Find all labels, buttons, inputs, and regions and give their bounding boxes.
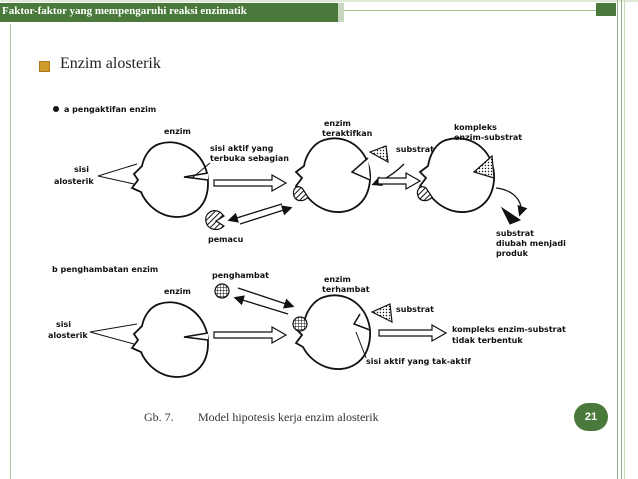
- label-a-enzim-teraktifkan-1: enzim: [324, 119, 351, 128]
- label-a-pemacu: pemacu: [208, 235, 244, 244]
- label-b-enzim: enzim: [164, 287, 191, 296]
- allosteric-enzyme-diagram: a pengaktifan enzim enzim sisi alosterik…: [48, 105, 566, 378]
- header-rule: [344, 10, 596, 11]
- section-a-heading: a pengaktifan enzim: [53, 105, 156, 114]
- header-title: Faktor-faktor yang mempengaruhi reaksi e…: [2, 5, 247, 17]
- section-b-heading-text: b penghambatan enzim: [52, 265, 158, 274]
- label-a-alosterik: alosterik: [54, 177, 94, 186]
- enzyme-a1-active-site: [183, 172, 209, 181]
- enzyme-b2-shape: [294, 294, 371, 370]
- label-a-produk-3: produk: [496, 249, 529, 258]
- substrat-bound-a3: [472, 154, 495, 179]
- label-a-sisi: sisi: [74, 165, 89, 174]
- enzyme-a2-shape: [294, 137, 371, 213]
- label-a-kompleks-2: enzim-substrat: [454, 133, 522, 142]
- label-b-sisi-aktif-tak-aktif: sisi aktif yang tak-aktif: [366, 357, 471, 366]
- enzyme-b1-shape: [130, 301, 209, 378]
- label-b-kompleks-2: tidak terbentuk: [452, 336, 523, 345]
- enzyme-b1-active-site: [183, 332, 209, 341]
- frame-right-border-outer: [617, 0, 618, 479]
- penghambat-molecule: [214, 283, 230, 299]
- penghambat-bound-b2: [292, 316, 308, 332]
- label-b-substrat: substrat: [396, 305, 434, 314]
- label-a-kompleks-1: kompleks: [454, 123, 497, 132]
- section-a-heading-text: a pengaktifan enzim: [64, 105, 156, 114]
- header-bar-shadow: [338, 3, 344, 22]
- substrat-a: [368, 145, 389, 164]
- enzyme-a3-shape: [418, 137, 495, 213]
- label-b-penghambat: penghambat: [212, 271, 269, 280]
- pemacu-molecule: [205, 210, 225, 231]
- label-b-enzim-terhambat-2: terhambat: [322, 285, 370, 294]
- label-a-enzim: enzim: [164, 127, 191, 136]
- label-a-sisi-aktif-1: sisi aktif yang: [210, 144, 274, 153]
- label-a-enzim-teraktifkan-2: teraktifkan: [322, 129, 373, 138]
- enzyme-a2-active-site: [350, 157, 371, 181]
- arrow-b1: [213, 325, 288, 345]
- frame-top-border: [0, 0, 638, 2]
- slide-subtitle: Enzim alosterik: [60, 55, 161, 72]
- label-a-produk-2: diubah menjadi: [496, 239, 566, 248]
- produk-molecule: [500, 206, 522, 225]
- bullet-square-icon: [39, 61, 50, 72]
- page-number-badge: 21: [574, 403, 608, 431]
- arrow-b2: [378, 323, 448, 343]
- arrow-a1: [213, 173, 288, 193]
- enzyme-a1-shape: [130, 141, 209, 218]
- header-bar: [0, 3, 338, 22]
- label-a-produk-1: substrat: [496, 229, 534, 238]
- label-b-kompleks-1: kompleks enzim-substrat: [452, 325, 566, 334]
- frame-right-border-light: [624, 0, 625, 479]
- label-a-substrat: substrat: [396, 145, 434, 154]
- header-corner-block: [596, 3, 616, 16]
- frame-left-line: [10, 24, 11, 479]
- frame-right-border-inner: [621, 0, 622, 479]
- label-a-sisi-aktif-2: terbuka sebagian: [210, 154, 289, 163]
- substrat-b: [370, 303, 393, 324]
- enzyme-b2-active-site: [352, 313, 371, 331]
- label-b-sisi: sisi: [56, 320, 71, 329]
- pemacu-bound-a2: [292, 186, 309, 202]
- pemacu-bound-a3: [416, 186, 433, 202]
- label-b-alosterik: alosterik: [48, 331, 88, 340]
- arrow-a2: [377, 171, 422, 191]
- label-b-enzim-terhambat-1: enzim: [324, 275, 351, 284]
- figure-caption-text: Model hipotesis kerja enzim alosterik: [198, 410, 379, 424]
- figure-caption-number: Gb. 7.: [144, 410, 174, 424]
